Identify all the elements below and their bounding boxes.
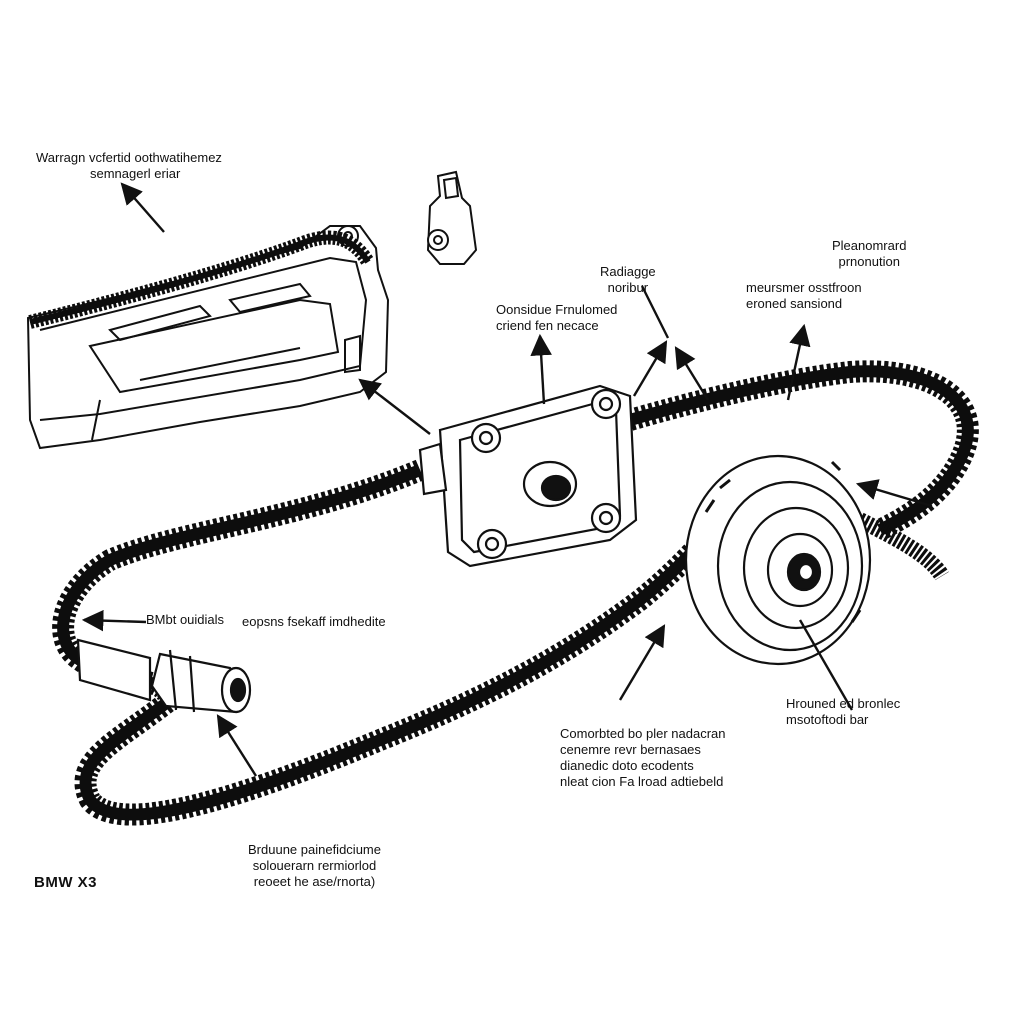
tensioner-housing-icon bbox=[418, 384, 638, 568]
arrow-radiagge-a bbox=[632, 340, 668, 397]
callout-bottom-center-line4: nleat cion Fa lroad adtiebeld bbox=[560, 774, 724, 789]
callout-top-left-line2: semnagerl eriar bbox=[90, 166, 181, 181]
callout-top-center-line1: Radiagge bbox=[600, 264, 656, 279]
arrow-right-belt bbox=[855, 479, 933, 508]
callout-top-center-left: Oonsidue Frnulomed criend fen necace bbox=[496, 302, 617, 334]
timing-belt-icon bbox=[52, 360, 979, 826]
callout-top-right-upper: Pleanomrard prnonution bbox=[832, 238, 906, 270]
arrow-mid-left bbox=[81, 609, 147, 632]
engine-cover-icon bbox=[26, 225, 390, 450]
arrow-bottom-center bbox=[618, 624, 666, 701]
arrow-cover bbox=[358, 378, 431, 435]
callout-top-right-upper-line2: prnonution bbox=[838, 254, 900, 269]
callout-mid-left-title: BMbt ouidials bbox=[146, 612, 225, 627]
callout-mid-left-text: eopsns fsekaff imdhedite bbox=[242, 614, 386, 630]
callout-right-pulley-line2: msotoftodi bar bbox=[786, 712, 869, 727]
callout-bottom-center-line2: cenemre revr bernasaes bbox=[560, 742, 701, 757]
callout-top-right-lower-line2: eroned sansiond bbox=[746, 296, 843, 311]
arrow-pulley bbox=[798, 619, 854, 711]
callout-top-right-lower-line1: meursmer osstfroon bbox=[746, 280, 862, 295]
callout-bottom-left-line3: reoeet he ase/rnorta) bbox=[253, 874, 376, 889]
arrow-radiagge-c bbox=[674, 346, 710, 401]
arrow-right-upper bbox=[786, 323, 811, 401]
arrow-radiagge-b bbox=[640, 285, 670, 339]
callout-bottom-left-line2: solouerarn rermiorlod bbox=[252, 858, 377, 873]
callout-bottom-center-line3: dianedic doto ecodents bbox=[560, 758, 694, 773]
callout-bottom-left: Brduune painefidciume solouerarn rermior… bbox=[248, 842, 381, 890]
callout-bottom-center-line1: Comorbted bo pler nadacran bbox=[560, 726, 726, 741]
callout-top-right-lower: meursmer osstfroon eroned sansiond bbox=[746, 280, 862, 312]
idler-roller-icon bbox=[76, 638, 252, 714]
callout-mid-left: BMbt ouidials bbox=[146, 612, 224, 628]
arrow-top-left bbox=[120, 182, 165, 233]
arrow-top-center-left bbox=[530, 333, 552, 405]
callout-right-pulley: Hrouned ed bronlec msotoftodi bar bbox=[786, 696, 900, 728]
callout-right-pulley-line1: Hrouned ed bronlec bbox=[786, 696, 901, 711]
belt-clip-icon bbox=[426, 170, 478, 265]
callout-mid-left-text-line: eopsns fsekaff imdhedite bbox=[242, 614, 386, 629]
callout-bottom-center: Comorbted bo pler nadacran cenemre revr … bbox=[560, 726, 726, 790]
callout-arrows bbox=[81, 182, 933, 777]
callout-bottom-left-line1: Brduune painefidciume bbox=[248, 842, 381, 857]
arrow-bottom-left bbox=[216, 714, 258, 777]
callout-top-left-line1: Warragn vcfertid oothwatihemez bbox=[36, 150, 222, 165]
crankshaft-pulley-icon bbox=[684, 454, 872, 666]
callout-top-right-upper-line1: Pleanomrard bbox=[832, 238, 907, 253]
callout-top-center-left-line2: criend fen necace bbox=[496, 318, 599, 333]
brand-label: BMW X3 bbox=[34, 874, 97, 891]
callout-top-center-left-line1: Oonsidue Frnulomed bbox=[496, 302, 618, 317]
callout-top-left: Warragn vcfertid oothwatihemez semnagerl… bbox=[36, 150, 222, 182]
callout-top-center: Radiagge noribur bbox=[600, 264, 656, 296]
callout-top-center-line2: noribur bbox=[607, 280, 649, 295]
